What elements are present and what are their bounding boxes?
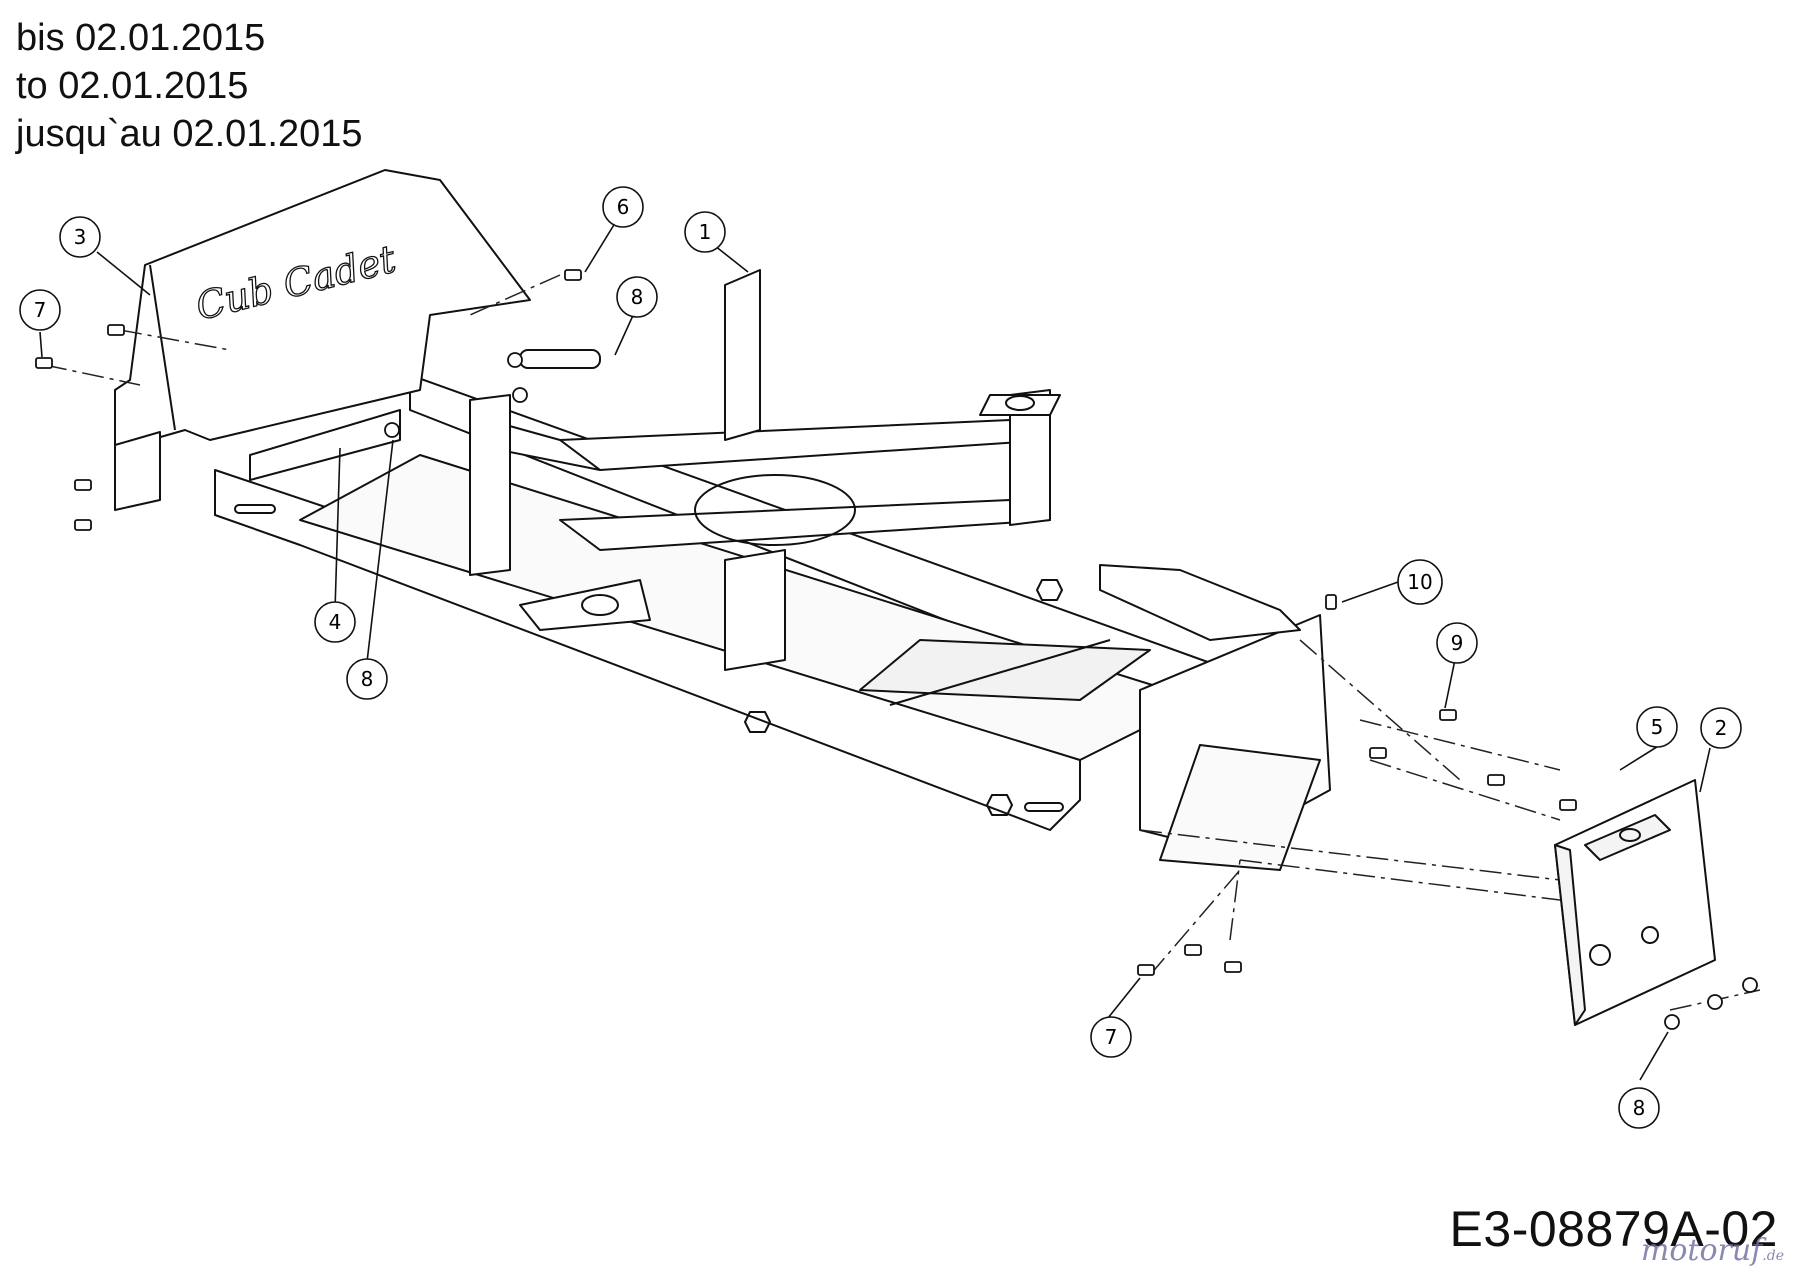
nut-icon bbox=[1707, 994, 1723, 1010]
bolt-icon bbox=[1439, 709, 1457, 721]
svg-text:8: 8 bbox=[1633, 1096, 1646, 1120]
callout-4: 4 bbox=[314, 601, 356, 643]
svg-text:7: 7 bbox=[1105, 1025, 1118, 1049]
callouts: 1 2 3 4 5 6 7 7 8 8 8 9 10 bbox=[19, 186, 1742, 1129]
bolt-icon bbox=[1559, 799, 1577, 811]
validity-line-en: to 02.01.2015 bbox=[16, 65, 249, 107]
watermark-name: motoruf bbox=[1640, 1233, 1763, 1268]
callout-9: 9 bbox=[1436, 622, 1478, 664]
bolt-icon bbox=[564, 269, 582, 281]
validity-line-fr: jusqu`au 02.01.2015 bbox=[16, 113, 363, 155]
callout-3: 3 bbox=[59, 216, 101, 258]
svg-text:8: 8 bbox=[361, 667, 374, 691]
svg-text:4: 4 bbox=[329, 610, 342, 634]
drawing-code: E3-08879A-02 bbox=[1449, 1201, 1778, 1257]
bolt-icon bbox=[35, 357, 53, 369]
nut-icon bbox=[384, 422, 400, 438]
watermark-suffix: .de bbox=[1762, 1248, 1784, 1264]
svg-text:6: 6 bbox=[617, 195, 630, 219]
callout-8-seat: 8 bbox=[616, 276, 658, 318]
callout-5: 5 bbox=[1636, 706, 1678, 748]
svg-text:2: 2 bbox=[1715, 716, 1728, 740]
svg-text:5: 5 bbox=[1651, 715, 1664, 739]
seat-pan bbox=[114, 169, 531, 511]
callout-1: 1 bbox=[684, 211, 726, 253]
svg-text:9: 9 bbox=[1451, 631, 1464, 655]
nut-icon bbox=[507, 352, 523, 368]
watermark-logo: motoruf.de bbox=[1641, 1233, 1784, 1268]
callout-10: 10 bbox=[1397, 559, 1443, 605]
bolt-icon bbox=[1137, 964, 1155, 976]
bolt-icon bbox=[74, 479, 92, 491]
main-frame bbox=[214, 269, 1331, 871]
validity-line-de: bis 02.01.2015 bbox=[16, 17, 266, 59]
callout-8-bracket: 8 bbox=[346, 658, 388, 700]
bolt-icon bbox=[1487, 774, 1505, 786]
validity-note: bis 02.01.2015 to 02.01.2015 jusqu`au 02… bbox=[16, 14, 363, 158]
bolt-icon bbox=[1369, 747, 1387, 759]
svg-text:8: 8 bbox=[631, 285, 644, 309]
nut-icon bbox=[1664, 1014, 1680, 1030]
svg-text:1: 1 bbox=[699, 220, 712, 244]
screw-icon bbox=[1325, 594, 1337, 610]
bolt-icon bbox=[107, 324, 125, 336]
svg-text:10: 10 bbox=[1407, 570, 1432, 594]
callout-8-rear: 8 bbox=[1618, 1087, 1660, 1129]
assembly-lines bbox=[44, 274, 1761, 1011]
bolt-icon bbox=[74, 519, 92, 531]
callout-7-rear: 7 bbox=[1090, 1016, 1132, 1058]
bolt-icon bbox=[1224, 961, 1242, 973]
callout-2: 2 bbox=[1700, 707, 1742, 749]
svg-text:3: 3 bbox=[74, 225, 87, 249]
nut-icon bbox=[512, 387, 528, 403]
callout-7-seat: 7 bbox=[19, 289, 61, 331]
seat-bracket bbox=[249, 349, 601, 481]
svg-text:7: 7 bbox=[34, 298, 47, 322]
bolt-icon bbox=[1184, 944, 1202, 956]
nut-icon bbox=[1742, 977, 1758, 993]
rear-plate bbox=[1554, 779, 1716, 1026]
callout-6: 6 bbox=[602, 186, 644, 228]
fasteners bbox=[35, 269, 1758, 1030]
